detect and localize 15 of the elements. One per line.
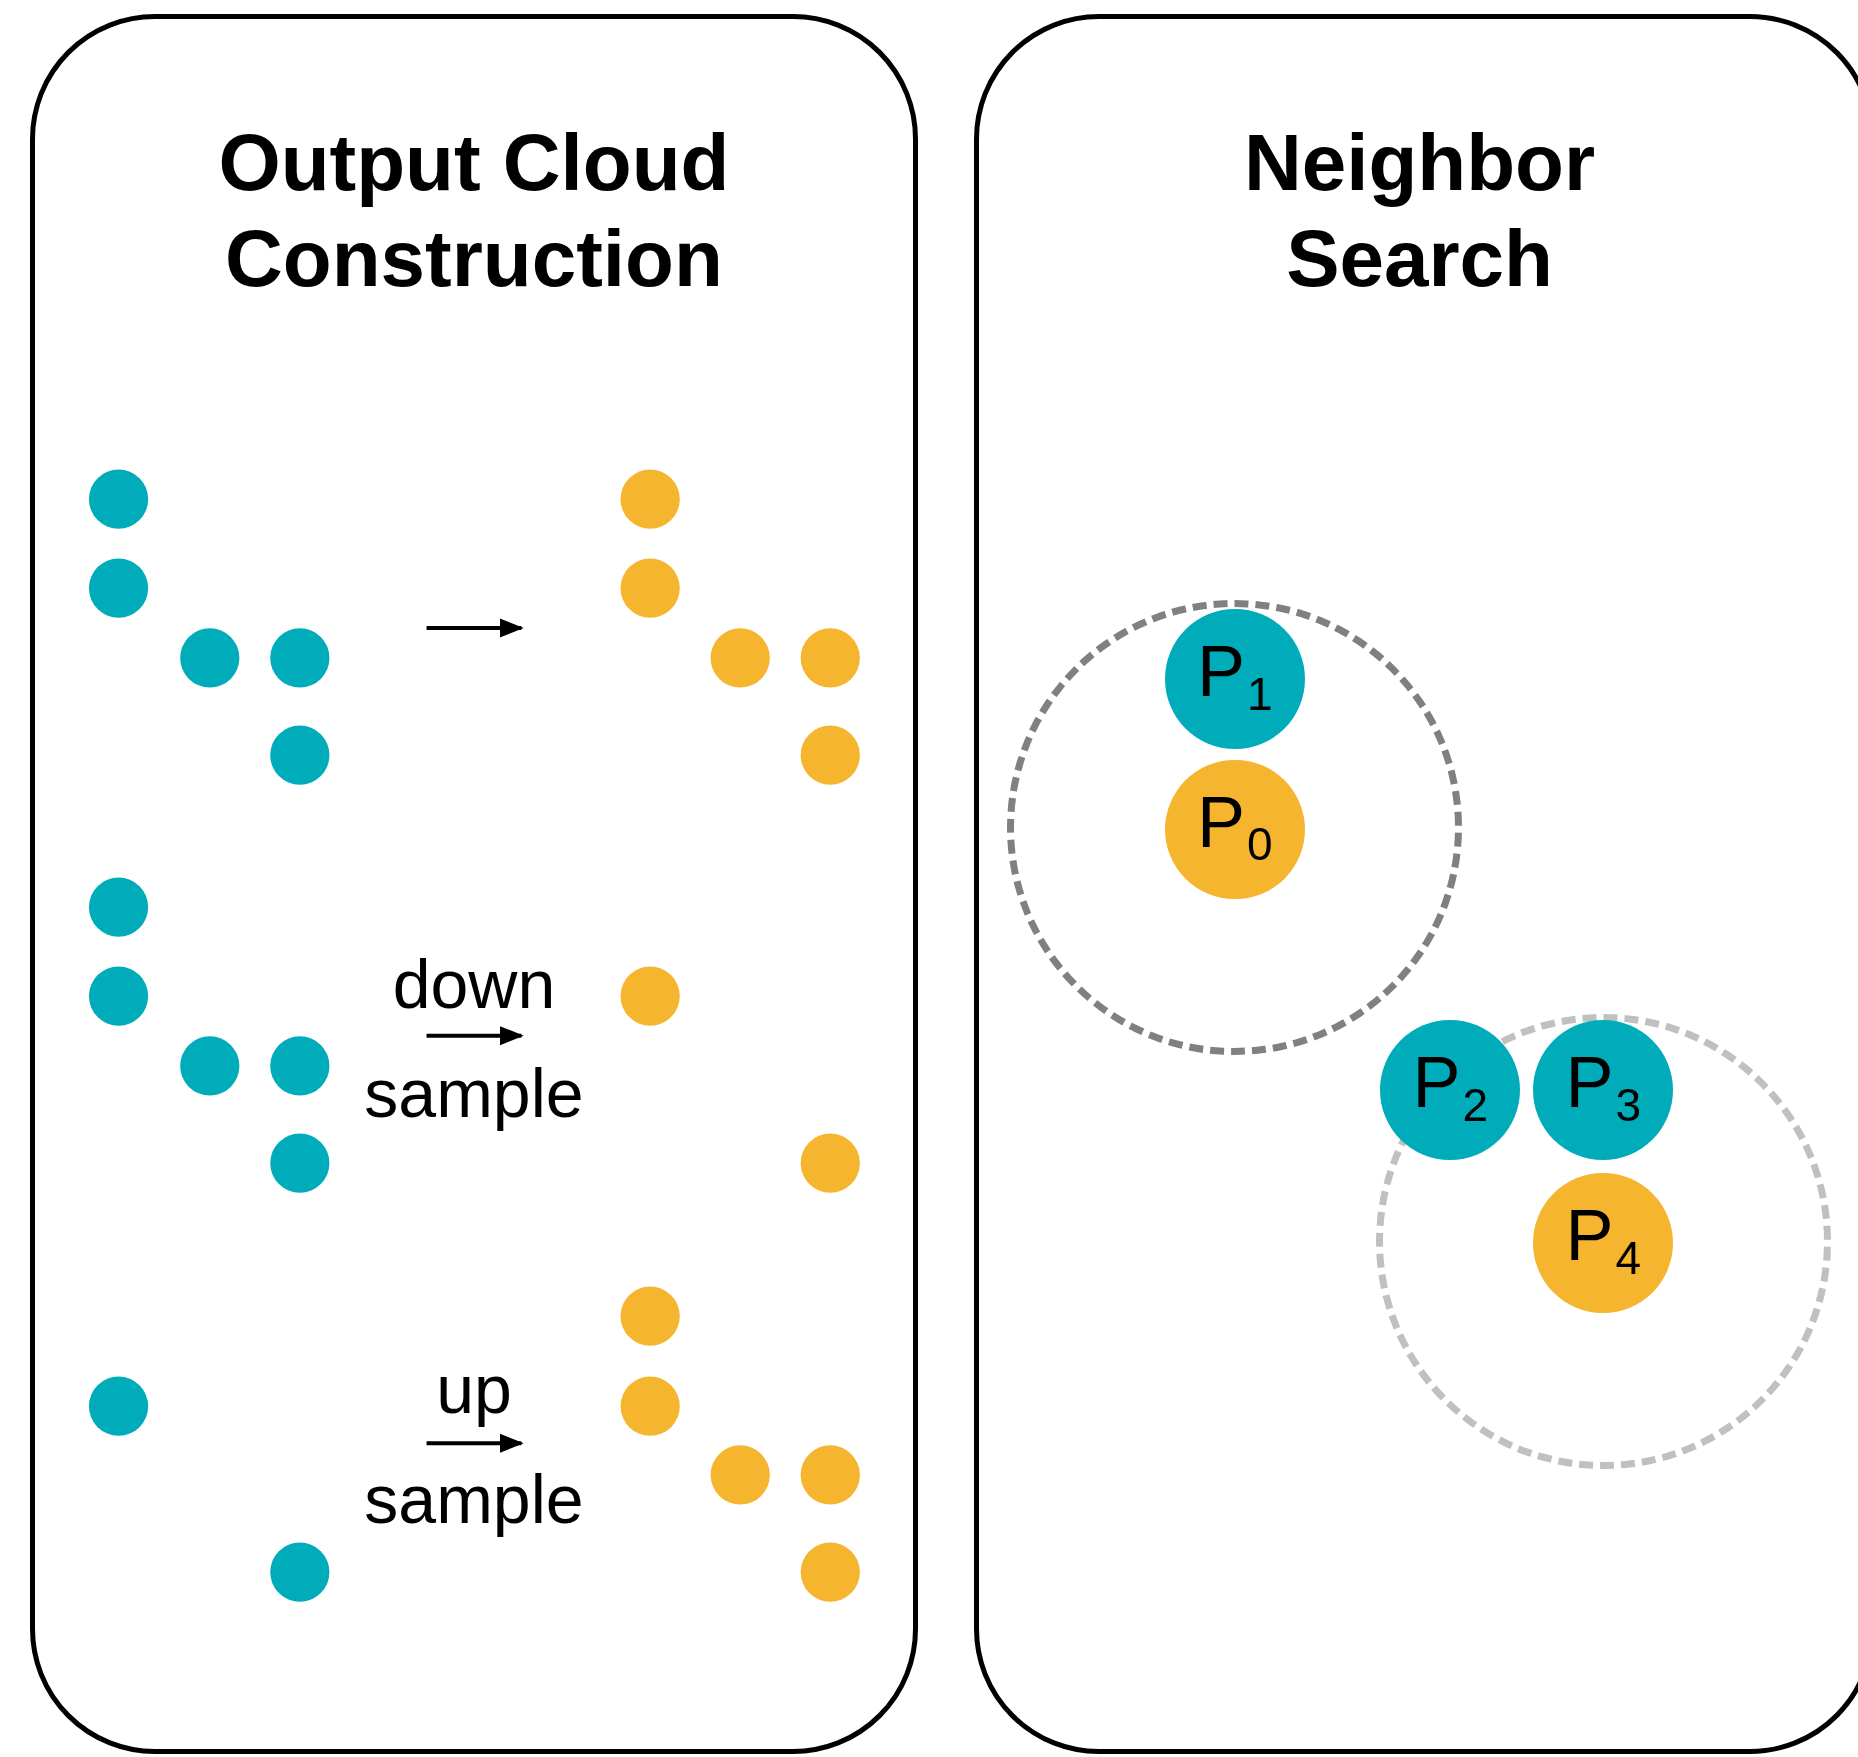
arrow [426,618,524,638]
arrow [426,1433,524,1453]
point-label: P$_{3}$ [1565,1046,1641,1134]
neighborhood-circle [1007,599,1463,1055]
panel [29,14,919,1754]
neighborhood-circle [1375,1014,1831,1470]
point-label: P$_{0}$ [1196,785,1273,873]
point-label: P$_{2}$ [1412,1046,1489,1134]
panel-title: Output Cloud Construction [217,117,731,306]
panel-title: Neighbor Search [1243,117,1597,306]
arrow [426,1026,524,1046]
panel [974,14,1858,1754]
point-label: P$_{4}$ [1565,1199,1641,1286]
point-label: P$_{1}$ [1196,635,1273,722]
arrow-label: down [392,949,556,1018]
